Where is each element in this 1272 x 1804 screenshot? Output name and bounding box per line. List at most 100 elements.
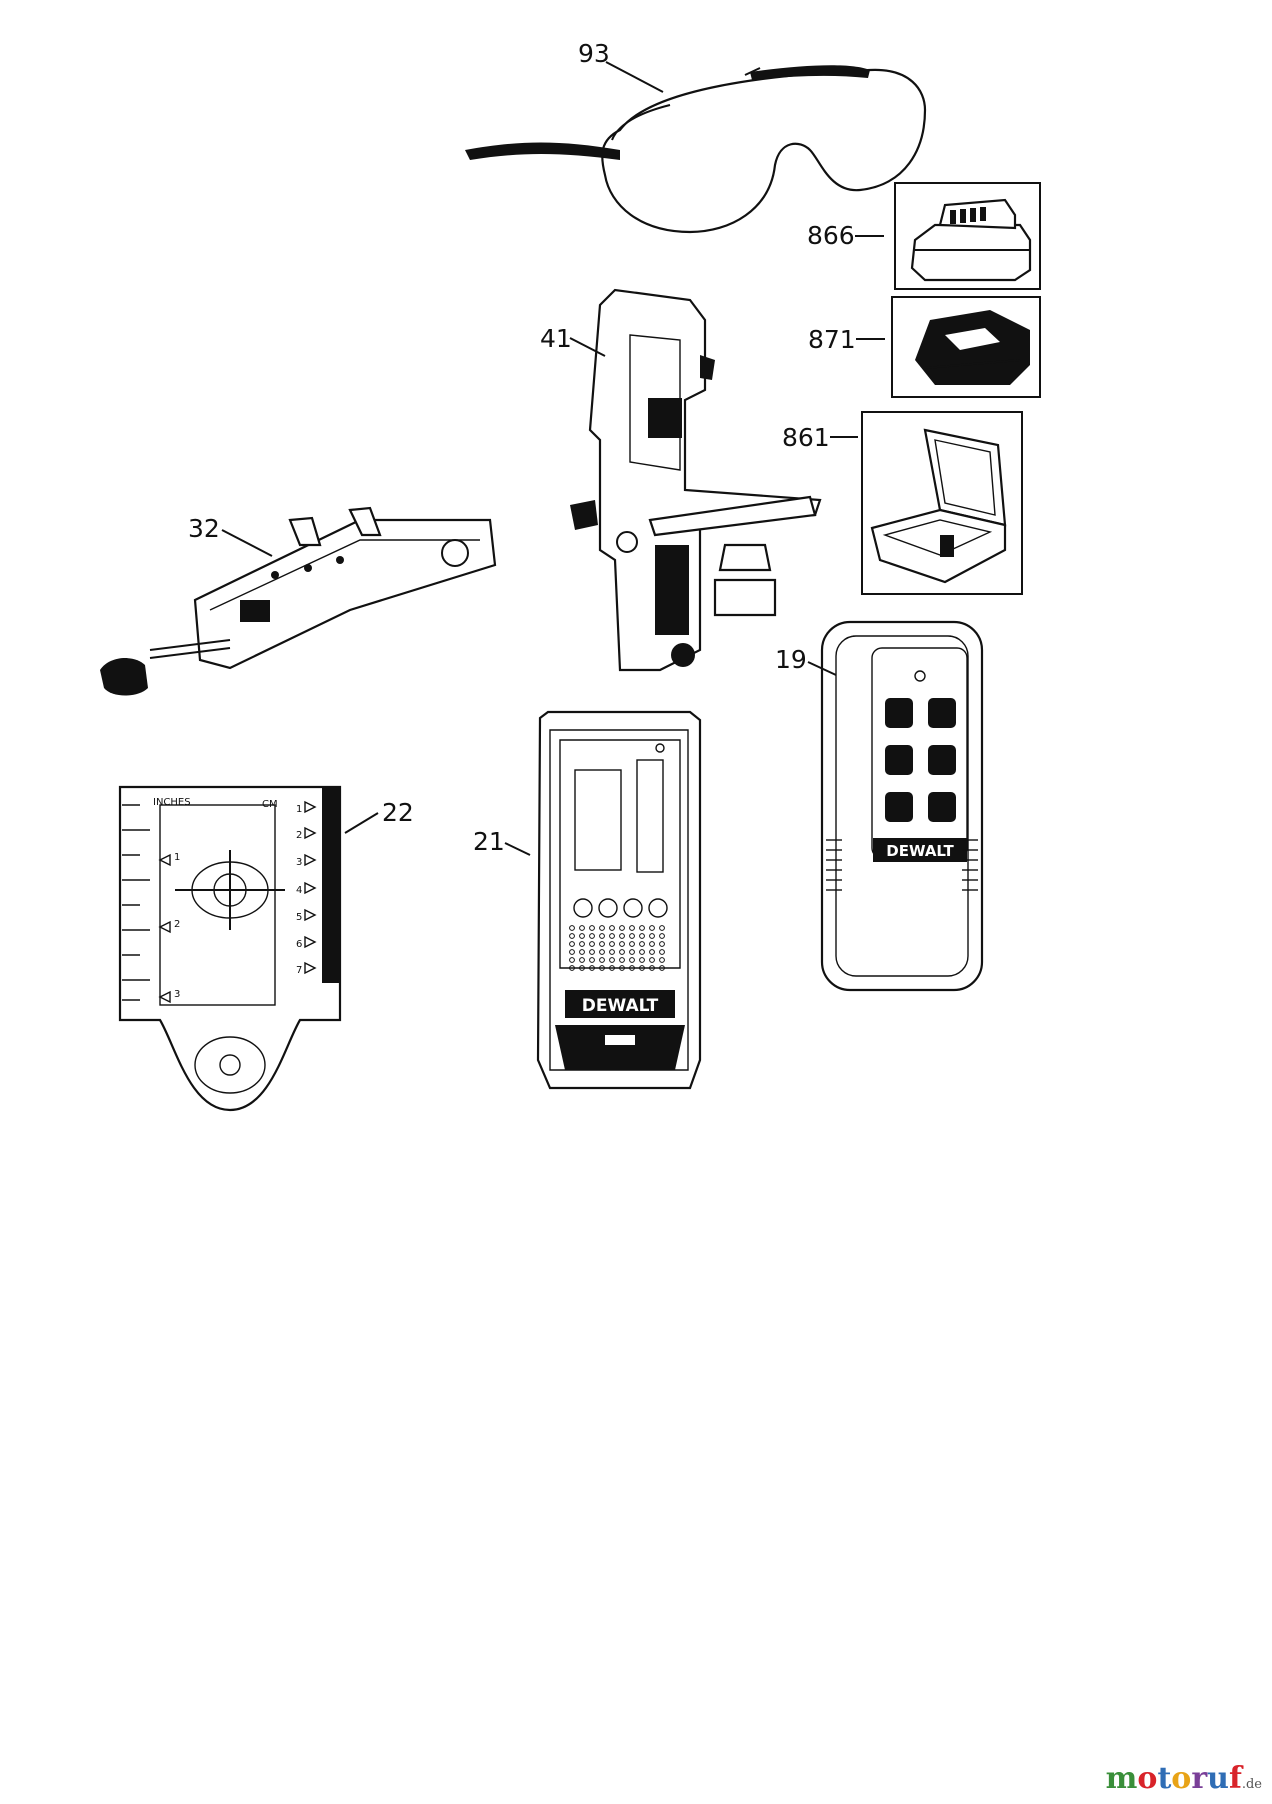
remote-key-1 xyxy=(885,698,913,728)
speaker-grill-hole xyxy=(609,933,615,939)
speaker-grill-hole xyxy=(659,965,665,971)
inch-mark-3: 3 xyxy=(174,989,180,1000)
speaker-grill-hole xyxy=(639,941,645,947)
speaker-grill-hole xyxy=(609,957,615,963)
speaker-grill-hole xyxy=(589,965,595,971)
card-base-ring-outer xyxy=(194,1036,266,1094)
callout-22: 22 xyxy=(344,798,414,834)
callout-866: 866 xyxy=(807,221,884,250)
remote-key-6 xyxy=(928,792,956,822)
receiver-buttons xyxy=(573,898,668,918)
receiver-speaker-grill xyxy=(569,925,665,971)
remote-key-4 xyxy=(928,745,956,775)
inch-scale-ticks xyxy=(122,804,150,1001)
receiver-logo: DEWALT xyxy=(582,996,659,1016)
remote-control-part-19: DEWALT xyxy=(820,620,984,992)
callout-label-41: 41 xyxy=(540,324,572,353)
speaker-grill-hole xyxy=(619,925,625,931)
cm-mark-5: 5 xyxy=(296,912,302,923)
safety-glasses-part-93 xyxy=(465,65,927,234)
cm-mark-3: 3 xyxy=(296,857,302,868)
callout-label-866: 866 xyxy=(807,221,855,250)
speaker-grill-hole xyxy=(589,949,595,955)
charger-part-871 xyxy=(891,296,1041,398)
remote-indicator-light xyxy=(914,670,926,682)
leader-line-19 xyxy=(807,661,837,676)
speaker-grill-hole xyxy=(649,925,655,931)
speaker-grill-hole xyxy=(589,957,595,963)
cm-mark-7: 7 xyxy=(296,965,302,976)
watermark-letter: f xyxy=(1228,1761,1242,1796)
speaker-grill-hole xyxy=(629,957,635,963)
speaker-grill-hole xyxy=(609,949,615,955)
cm-scale-strip xyxy=(322,788,340,983)
speaker-grill-hole xyxy=(609,941,615,947)
speaker-grill-hole xyxy=(599,949,605,955)
target-card-window xyxy=(159,804,276,1006)
speaker-grill-hole xyxy=(599,941,605,947)
speaker-grill-hole xyxy=(619,957,625,963)
speaker-grill-hole xyxy=(569,941,575,947)
receiver-display-right xyxy=(636,759,664,873)
remote-logo-plate xyxy=(873,838,967,862)
speaker-grill-hole xyxy=(579,965,585,971)
speaker-grill-hole xyxy=(599,957,605,963)
cm-mark-2: 2 xyxy=(296,830,302,841)
speaker-grill-hole xyxy=(579,941,585,947)
callout-label-93: 93 xyxy=(578,39,610,68)
remote-keypad xyxy=(885,698,956,822)
callout-label-861: 861 xyxy=(782,423,830,452)
speaker-grill-hole xyxy=(569,933,575,939)
watermark-wordmark: motoruf xyxy=(1106,1761,1242,1796)
watermark-letter: r xyxy=(1191,1761,1208,1796)
speaker-grill-hole xyxy=(609,925,615,931)
receiver-display-left xyxy=(574,769,622,871)
clamp-part-32 xyxy=(100,506,497,696)
speaker-grill-hole xyxy=(629,949,635,955)
speaker-grill-hole xyxy=(589,925,595,931)
speaker-grill-hole xyxy=(639,965,645,971)
speaker-grill-hole xyxy=(639,957,645,963)
callout-32: 32 xyxy=(188,514,273,557)
callout-41: 41 xyxy=(540,324,606,357)
speaker-grill-hole xyxy=(569,965,575,971)
speaker-grill-hole xyxy=(649,965,655,971)
leader-line-93 xyxy=(605,61,664,93)
speaker-grill-hole xyxy=(579,925,585,931)
callout-19: 19 xyxy=(775,645,837,676)
speaker-grill-hole xyxy=(639,949,645,955)
watermark-letter: u xyxy=(1207,1761,1229,1796)
speaker-grill-hole xyxy=(629,925,635,931)
watermark: motoruf.de xyxy=(1106,1761,1262,1796)
cm-mark-4: 4 xyxy=(296,885,302,896)
inch-scale-markers xyxy=(158,853,171,1004)
speaker-grill-hole xyxy=(639,925,645,931)
speaker-grill-hole xyxy=(659,925,665,931)
speaker-grill-hole xyxy=(629,965,635,971)
speaker-grill-hole xyxy=(629,941,635,947)
remote-key-5 xyxy=(885,792,913,822)
target-card-body xyxy=(118,785,342,1112)
speaker-grill-hole xyxy=(599,933,605,939)
speaker-grill-hole xyxy=(579,949,585,955)
callout-label-22: 22 xyxy=(382,798,414,827)
battery-part-866 xyxy=(894,182,1041,290)
speaker-grill-hole xyxy=(649,949,655,955)
callout-label-21: 21 xyxy=(473,827,505,856)
inch-mark-1: 1 xyxy=(174,852,180,863)
mounting-bracket-part-41 xyxy=(570,288,822,672)
speaker-grill-hole xyxy=(569,957,575,963)
watermark-letter: t xyxy=(1157,1761,1172,1796)
remote-key-3 xyxy=(885,745,913,775)
speaker-grill-hole xyxy=(569,925,575,931)
speaker-grill-hole xyxy=(599,965,605,971)
inch-mark-2: 2 xyxy=(174,919,180,930)
target-card-part-22: INCHES CM 1 2 3 xyxy=(118,785,342,1112)
speaker-grill-hole xyxy=(579,933,585,939)
speaker-grill-hole xyxy=(619,965,625,971)
target-card-unit-left: INCHES xyxy=(153,797,191,808)
cm-mark-1: 1 xyxy=(296,804,302,815)
speaker-grill-hole xyxy=(649,933,655,939)
speaker-grill-hole xyxy=(619,949,625,955)
